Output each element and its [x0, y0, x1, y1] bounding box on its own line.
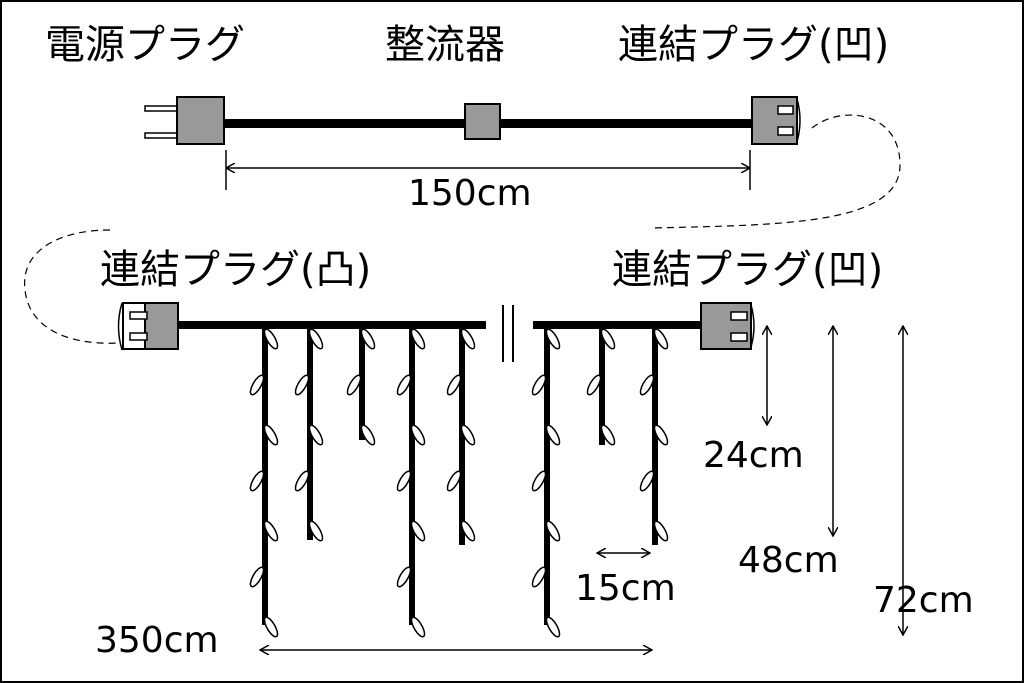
icicle-strand — [262, 325, 268, 625]
drop-72-label: 72cm — [873, 580, 974, 621]
led-bulb-icon — [396, 470, 412, 492]
icicle-strand — [599, 325, 605, 445]
led-bulb-icon — [446, 470, 462, 492]
connector-female-top-label: 連結プラグ(凹) — [618, 22, 889, 68]
led-bulb-icon — [263, 616, 279, 638]
led-bulb-icon — [410, 616, 426, 638]
female-connector-icon — [700, 302, 752, 350]
led-bulb-icon — [531, 374, 547, 396]
led-bulb-icon — [410, 520, 426, 542]
led-bulb-icon — [545, 424, 561, 446]
icicle-strand — [459, 325, 465, 545]
led-bulb-icon — [600, 424, 616, 446]
led-bulb-icon — [410, 424, 426, 446]
led-bulb-icon — [460, 520, 476, 542]
led-bulb-icon — [653, 424, 669, 446]
cable-length-label: 150cm — [408, 173, 532, 214]
led-bulb-icon — [531, 470, 547, 492]
led-bulb-icon — [263, 328, 279, 350]
led-bulb-icon — [446, 374, 462, 396]
led-bulb-icon — [249, 470, 265, 492]
led-bulb-icon — [396, 566, 412, 588]
icicle-strand — [544, 325, 550, 625]
power-plug-icon — [176, 96, 225, 145]
rectifier-label: 整流器 — [385, 22, 505, 68]
led-bulb-icon — [263, 520, 279, 542]
led-bulb-icon — [360, 424, 376, 446]
total-350-label: 350cm — [95, 620, 219, 661]
power-plug-label: 電源プラグ — [45, 22, 245, 68]
led-bulb-icon — [460, 328, 476, 350]
led-bulb-icon — [460, 424, 476, 446]
female-connector-icon — [751, 96, 798, 145]
led-bulb-icon — [600, 328, 616, 350]
led-bulb-icon — [653, 328, 669, 350]
led-bulb-icon — [346, 374, 362, 396]
led-bulb-icon — [545, 520, 561, 542]
connection-loop-left — [24, 229, 119, 344]
drop-24-label: 24cm — [703, 435, 804, 476]
led-bulb-icon — [294, 374, 310, 396]
led-bulb-icon — [308, 424, 324, 446]
led-bulb-icon — [263, 424, 279, 446]
icicle-cable — [117, 302, 755, 638]
male-connector-icon — [122, 302, 146, 350]
connection-loop-right — [649, 114, 901, 229]
icicle-strand — [359, 325, 365, 440]
led-bulb-icon — [294, 470, 310, 492]
connector-female-bottom-label: 連結プラグ(凹) — [612, 247, 883, 293]
icicle-strand — [652, 325, 658, 545]
spacing-15-label: 15cm — [575, 568, 676, 609]
led-bulb-icon — [410, 328, 426, 350]
rectifier-icon — [464, 103, 501, 140]
led-bulb-icon — [531, 566, 547, 588]
led-bulb-icon — [586, 374, 602, 396]
icicle-strand — [409, 325, 415, 625]
led-bulb-icon — [396, 374, 412, 396]
led-bulb-icon — [249, 566, 265, 588]
drop-48-label: 48cm — [738, 540, 839, 581]
led-bulb-icon — [639, 470, 655, 492]
led-bulb-icon — [545, 616, 561, 638]
led-bulb-icon — [653, 520, 669, 542]
led-bulb-icon — [308, 520, 324, 542]
led-bulb-icon — [308, 328, 324, 350]
led-bulb-icon — [249, 374, 265, 396]
plug-prong-icon — [144, 105, 178, 112]
plug-prong-icon — [144, 132, 178, 139]
power-cable — [144, 96, 801, 145]
led-bulb-icon — [545, 328, 561, 350]
connector-male-label: 連結プラグ(凸) — [100, 247, 371, 293]
led-bulb-icon — [639, 374, 655, 396]
led-bulb-icon — [360, 328, 376, 350]
